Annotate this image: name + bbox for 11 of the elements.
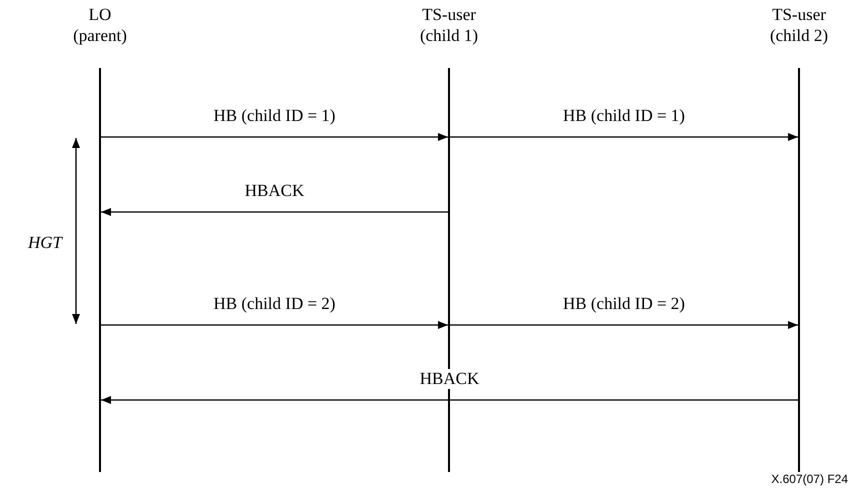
message-arrow: [101, 133, 448, 141]
lifeline-heading: LO (parent): [72, 4, 128, 46]
message-arrow: [450, 133, 798, 141]
message-arrow: [450, 321, 798, 329]
interval-label: HGT: [28, 233, 62, 253]
message-arrow: [101, 396, 798, 404]
lifeline-heading: TS-user (child 1): [418, 4, 480, 46]
figure-number: X.607(07) F24: [771, 472, 848, 486]
lifeline-heading: TS-user (child 2): [768, 4, 830, 46]
message-arrow: [101, 208, 448, 216]
message-arrow: [101, 321, 448, 329]
